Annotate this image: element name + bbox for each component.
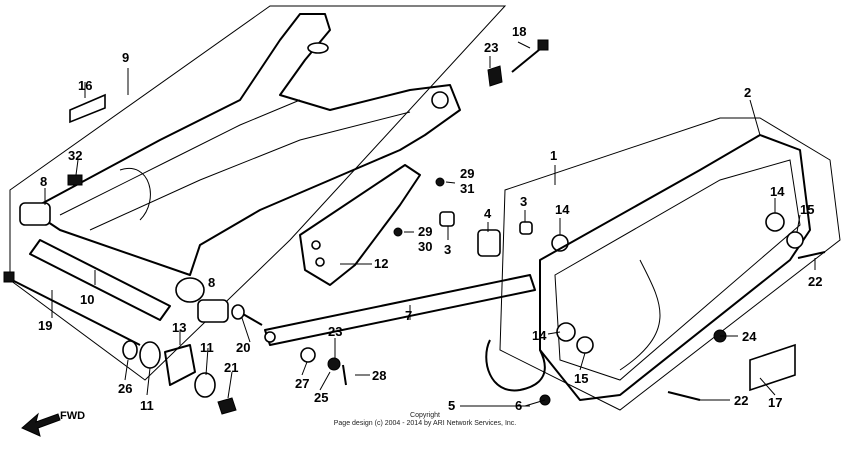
swingarm-group-outline [9,5,507,381]
callout-15-bottom: 15 [574,371,588,386]
callout-24: 24 [742,329,757,344]
label-16 [69,93,106,124]
fwd-label: FWD [60,410,85,422]
washer-27 [300,347,316,363]
pivot-bolt-head [3,271,15,283]
callout-17: 17 [768,395,782,410]
bearing-11 [139,341,161,369]
callout-13: 13 [172,320,186,335]
bolt-18-head [537,39,549,51]
callout-26: 26 [118,381,132,396]
nut-21 [217,397,237,415]
callout-15-right: 15 [800,202,814,217]
callout-14-bottom: 14 [532,328,547,343]
callout-18: 18 [512,24,526,39]
callout-23-mid: 23 [328,324,342,339]
label-17 [749,343,796,392]
callout-21: 21 [224,360,238,375]
swingarm [22,13,461,303]
callout-30: 30 [418,239,432,254]
drive-chain [485,339,546,392]
callout-8-left: 8 [40,174,47,189]
callout-31: 31 [460,181,474,196]
rubber-4 [477,229,501,257]
callout-1: 1 [550,148,557,163]
screw-22b [667,391,701,401]
copyright-line-1: Copyright [410,412,440,419]
callout-29-lower: 29 [418,224,432,239]
pivot-collar-right [197,299,229,323]
callout-7: 7 [405,308,412,323]
nut-25 [327,357,341,371]
callout-25: 25 [314,390,328,405]
callout-2: 2 [744,85,751,100]
callout-27: 27 [295,376,309,391]
callout-6: 6 [515,398,522,413]
screw-29b [393,227,403,237]
callout-12: 12 [374,256,388,271]
adjuster-13 [164,344,196,386]
callout-8-right: 8 [208,275,215,290]
fwd-arrow-icon: FWD [21,410,85,437]
chain-case [539,134,811,401]
callout-4: 4 [484,206,492,221]
screw-22a [797,251,826,259]
pivot-bolt [7,277,141,346]
callout-14-top: 14 [555,202,570,217]
nut-23-top [487,65,503,87]
callout-16: 16 [78,78,92,93]
chaincase-group-outline [499,117,841,411]
callout-23-top: 23 [484,40,498,55]
callout-10: 10 [80,292,94,307]
callout-22-bottom: 22 [734,393,748,408]
callout-3-right: 3 [520,194,527,209]
callout-9: 9 [122,50,129,65]
collar-3a [439,211,455,227]
pivot-tube [29,239,171,321]
callout-29-upper: 29 [460,166,474,181]
callout-19: 19 [38,318,52,333]
bearing-11b [194,372,216,398]
callout-5: 5 [448,398,455,413]
callout-20: 20 [236,340,250,355]
callout-11-left: 11 [140,398,154,413]
collar-3b [519,221,533,235]
copyright-line-2: Page design (c) 2004 - 2014 by ARI Netwo… [333,420,517,427]
leader-lines [44,41,816,407]
washer-26 [122,340,138,360]
chain-guide [299,164,421,286]
pin-28 [342,364,347,386]
clip-32 [67,174,83,186]
callout-11-right: 11 [200,340,214,355]
callout-3-left: 3 [444,242,451,257]
callout-14-right: 14 [770,184,785,199]
torque-rod [264,274,536,346]
pivot-collar-left [19,202,51,226]
callout-32: 32 [68,148,82,163]
screw-29a [435,177,445,187]
callout-22-right: 22 [808,274,822,289]
callout-28: 28 [372,368,386,383]
